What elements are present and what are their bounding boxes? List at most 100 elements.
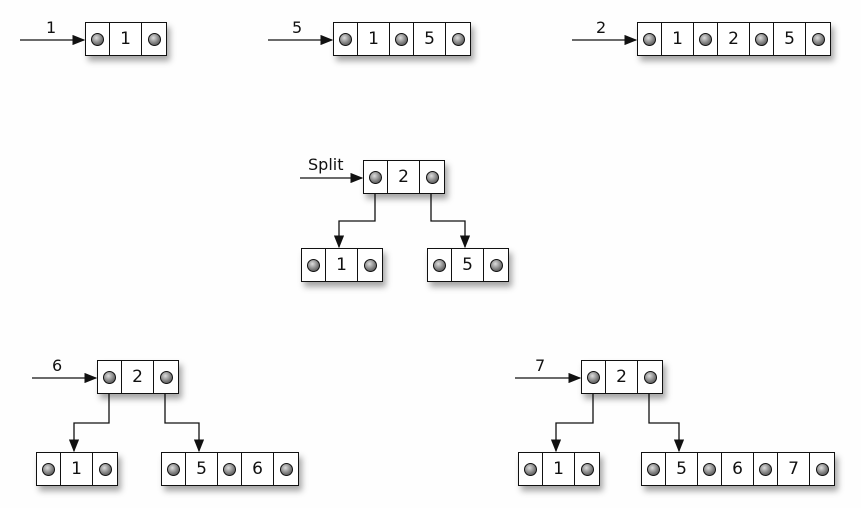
- key-cell: 1: [326, 249, 358, 281]
- key-cell: 5: [774, 23, 806, 55]
- pointer-cell: [638, 23, 662, 55]
- pointer-cell: [364, 161, 388, 193]
- pointer-cell: [810, 453, 834, 485]
- key-cell: 6: [722, 453, 754, 485]
- key-cell: 1: [110, 23, 142, 55]
- pointer-cell: [98, 361, 122, 393]
- pointer-dot-icon: [451, 32, 465, 46]
- pointer-dot-icon: [395, 32, 408, 46]
- pointer-dot-icon: [307, 258, 320, 272]
- pointer-dot-icon: [363, 258, 377, 272]
- pointer-dot-icon: [91, 32, 104, 46]
- child-node: 1: [36, 452, 118, 486]
- pointer-cell: [638, 361, 662, 393]
- pointer-dot-icon: [699, 32, 712, 46]
- pointer-dot-icon: [580, 462, 594, 476]
- pointer-cell: [274, 453, 298, 485]
- pointer-dot-icon: [223, 462, 236, 476]
- leaf-node: 1: [85, 22, 167, 56]
- key-cell: 7: [778, 453, 810, 485]
- pointer-dot-icon: [587, 370, 600, 384]
- child-connector: [68, 394, 110, 453]
- pointer-dot-icon: [755, 32, 768, 46]
- pointer-dot-icon: [369, 170, 382, 184]
- key-cell: 2: [718, 23, 750, 55]
- pointer-dot-icon: [103, 370, 116, 384]
- pointer-cell: [519, 453, 543, 485]
- pointer-cell: [390, 23, 414, 55]
- key-cell: 5: [452, 249, 484, 281]
- key-cell: 1: [61, 453, 93, 485]
- pointer-cell: [37, 453, 61, 485]
- pointer-dot-icon: [339, 32, 352, 46]
- root-node: 2: [581, 360, 663, 394]
- key-cell: 5: [186, 453, 218, 485]
- key-cell: 2: [388, 161, 420, 193]
- pointer-cell: [806, 23, 830, 55]
- insert-label: Split: [308, 155, 344, 174]
- root-node: 2: [97, 360, 179, 394]
- pointer-dot-icon: [759, 462, 772, 476]
- pointer-cell: [302, 249, 326, 281]
- pointer-cell: [428, 249, 452, 281]
- insert-label: 5: [292, 18, 303, 37]
- key-cell: 2: [606, 361, 638, 393]
- pointer-dot-icon: [98, 462, 112, 476]
- pointer-dot-icon: [147, 32, 161, 46]
- pointer-dot-icon: [433, 258, 446, 272]
- pointer-cell: [698, 453, 722, 485]
- child-node: 5: [427, 248, 509, 282]
- pointer-cell: [420, 161, 444, 193]
- key-cell: 5: [666, 453, 698, 485]
- pointer-dot-icon: [643, 32, 656, 46]
- insert-label: 7: [535, 356, 546, 375]
- child-connector: [550, 394, 594, 453]
- pointer-cell: [446, 23, 470, 55]
- child-connector: [164, 394, 205, 453]
- key-cell: 1: [662, 23, 694, 55]
- pointer-dot-icon: [643, 370, 657, 384]
- pointer-cell: [575, 453, 599, 485]
- pointer-dot-icon: [703, 462, 716, 476]
- pointer-dot-icon: [815, 462, 829, 476]
- child-node: 1: [518, 452, 600, 486]
- key-cell: 6: [242, 453, 274, 485]
- pointer-dot-icon: [279, 462, 293, 476]
- key-cell: 1: [543, 453, 575, 485]
- pointer-cell: [334, 23, 358, 55]
- pointer-dot-icon: [524, 462, 537, 476]
- insert-label: 2: [596, 18, 607, 37]
- key-cell: 5: [414, 23, 446, 55]
- key-cell: 1: [358, 23, 390, 55]
- pointer-cell: [93, 453, 117, 485]
- pointer-cell: [142, 23, 166, 55]
- child-connector: [648, 394, 685, 453]
- pointer-cell: [154, 361, 178, 393]
- insert-label: 6: [52, 356, 63, 375]
- pointer-dot-icon: [425, 170, 439, 184]
- pointer-dot-icon: [647, 462, 660, 476]
- pointer-cell: [754, 453, 778, 485]
- pointer-cell: [642, 453, 666, 485]
- pointer-dot-icon: [489, 258, 503, 272]
- pointer-cell: [694, 23, 718, 55]
- root-node: 2: [363, 160, 445, 194]
- pointer-cell: [86, 23, 110, 55]
- pointer-dot-icon: [811, 32, 825, 46]
- pointer-dot-icon: [159, 370, 173, 384]
- pointer-cell: [582, 361, 606, 393]
- pointer-dot-icon: [42, 462, 55, 476]
- child-connector: [333, 194, 376, 249]
- child-connector: [430, 194, 471, 249]
- pointer-cell: [358, 249, 382, 281]
- pointer-cell: [162, 453, 186, 485]
- insert-label: 1: [46, 18, 57, 37]
- key-cell: 2: [122, 361, 154, 393]
- pointer-cell: [484, 249, 508, 281]
